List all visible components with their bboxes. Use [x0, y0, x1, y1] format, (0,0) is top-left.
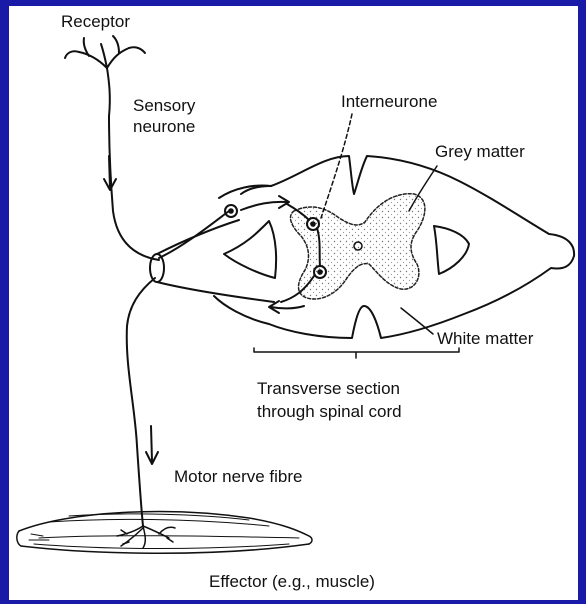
- white-matter-right: [434, 226, 469, 274]
- motor-nerve-fibre: [127, 278, 155, 526]
- muscle-effector: [17, 512, 312, 554]
- section-bracket: [254, 348, 459, 358]
- dorsal-root: [159, 211, 229, 258]
- motor-nerve-fibre-label: Motor nerve fibre: [174, 467, 303, 487]
- dorsal-ganglion-nucleus: [229, 209, 233, 213]
- white-matter-left: [224, 221, 276, 278]
- white-matter-label: White matter: [437, 329, 533, 349]
- spinal-nerve: [150, 220, 274, 302]
- interneurone-nucleus-upper: [311, 222, 315, 226]
- effector-label: Effector (e.g., muscle): [209, 572, 375, 592]
- motor-neurone-nucleus: [318, 270, 322, 274]
- receptor-label: Receptor: [61, 12, 130, 32]
- sensory-neurone-label-line2: neurone: [133, 117, 195, 137]
- sensory-arrow-into-cord: [241, 196, 289, 210]
- motor-arrow: [146, 426, 158, 464]
- motor-arrow-out-cord: [269, 301, 304, 313]
- diagram-panel: Receptor Sensory neurone Interneurone Gr…: [9, 6, 578, 600]
- section-label-line2: through spinal cord: [257, 402, 402, 422]
- section-label-line1: Transverse section: [257, 379, 400, 399]
- interneurone-pointer: [321, 114, 352, 218]
- reflex-arc-diagram: [9, 6, 578, 600]
- interneurone-label: Interneurone: [341, 92, 437, 112]
- sensory-neurone-label-line1: Sensory: [133, 96, 195, 116]
- grey-matter: [290, 194, 424, 299]
- sensory-fibre: [109, 116, 159, 260]
- grey-matter-label: Grey matter: [435, 142, 525, 162]
- sensory-arrow: [104, 156, 116, 190]
